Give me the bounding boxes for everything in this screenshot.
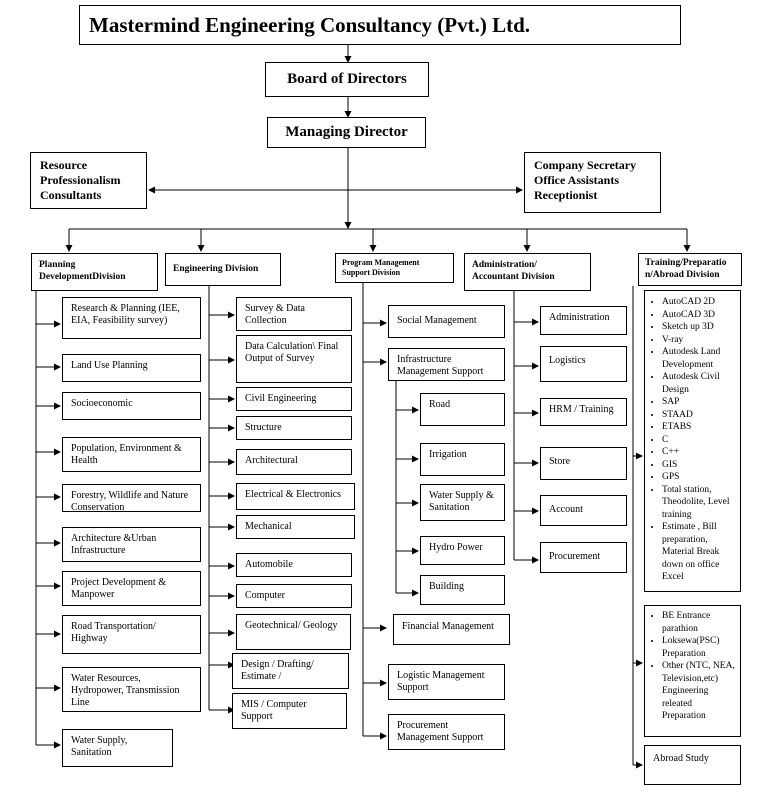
- admin-item-procurement: Procurement: [540, 542, 627, 573]
- engineering-item-geotechnical: Geotechnical/ Geology: [236, 614, 351, 650]
- admin-division-header: Administration/ Accountant Division: [464, 253, 591, 291]
- planning-item-water-resources: Water Resources, Hydropower, Transmissio…: [62, 667, 201, 712]
- planning-item-socioeconomic: Socioeconomic: [62, 392, 201, 420]
- program-label-line-1: Program Management: [342, 258, 420, 267]
- engineering-item-electrical: Electrical & Electronics: [236, 483, 355, 510]
- company-title: Mastermind Engineering Consultancy (Pvt.…: [79, 5, 681, 45]
- program-item-logistic: Logistic Management Support: [388, 664, 505, 700]
- resource-box: Resource Professionalism Consultants: [30, 152, 147, 209]
- program-item-infrastructure: Infrastructure Management Support: [388, 348, 505, 381]
- planning-item-land-use: Land Use Planning: [62, 354, 201, 382]
- training-division-header: Training/Preparatio n/Abroad Division: [638, 253, 742, 286]
- abroad-study-box: Abroad Study: [644, 745, 741, 785]
- receptionist-line: Receptionist: [534, 188, 598, 202]
- planning-item-architecture: Architecture &Urban Infrastructure: [62, 527, 201, 562]
- program-item-social: Social Management: [388, 305, 505, 338]
- engineering-item-automobile: Automobile: [236, 553, 352, 577]
- engineering-division-header: Engineering Division: [165, 253, 281, 286]
- software-item: Estimate , Bill preparation, Material Br…: [662, 521, 736, 584]
- software-item: AutoCAD 3D: [662, 309, 736, 322]
- software-list: AutoCAD 2DAutoCAD 3DSketch up 3DV-rayAut…: [650, 296, 736, 584]
- engineering-item-survey: Survey & Data Collection: [236, 297, 352, 331]
- admin-label-line-1: Administration/: [472, 260, 537, 270]
- planning-item-population: Population, Environment & Health: [62, 437, 201, 472]
- engineering-item-computer: Computer: [236, 584, 352, 608]
- software-item: GIS: [662, 459, 736, 472]
- planning-label-line-2: DevelopmentDivision: [39, 272, 126, 282]
- admin-item-administration: Administration: [540, 306, 627, 335]
- engineering-item-structure: Structure: [236, 416, 352, 440]
- infra-item-road: Road: [420, 393, 505, 426]
- planning-division-header: Planning DevelopmentDivision: [31, 253, 158, 291]
- software-item: ETABS: [662, 421, 736, 434]
- engineering-item-architectural: Architectural: [236, 449, 352, 475]
- infra-item-building: Building: [420, 575, 505, 605]
- training-software-box: AutoCAD 2DAutoCAD 3DSketch up 3DV-rayAut…: [644, 290, 741, 592]
- admin-item-store: Store: [540, 447, 627, 480]
- software-item: C: [662, 434, 736, 447]
- entrance-item: Other (NTC, NEA, Television,etc) Enginee…: [662, 660, 736, 723]
- software-item: C++: [662, 446, 736, 459]
- software-item: Sketch up 3D: [662, 321, 736, 334]
- admin-item-account: Account: [540, 495, 627, 526]
- training-label-line-1: Training/Preparatio: [645, 258, 727, 268]
- planning-item-research: Research & Planning (IEE, EIA, Feasibili…: [62, 297, 201, 339]
- planning-item-road-transportation: Road Transportation/ Highway: [62, 615, 201, 654]
- admin-label-line-2: Accountant Division: [472, 272, 555, 282]
- company-secretary-line: Company Secretary: [534, 158, 637, 172]
- software-item: Total station, Theodolite, Level trainin…: [662, 484, 736, 522]
- admin-item-logistics: Logistics: [540, 346, 627, 382]
- entrance-list: BE Entrance parathionLoksewa(PSC) Prepar…: [650, 610, 736, 723]
- office-assistants-line: Office Assistants: [534, 173, 619, 187]
- board-of-directors-box: Board of Directors: [265, 62, 429, 97]
- program-item-procurement: Procurement Management Support: [388, 714, 505, 750]
- engineering-item-civil: Civil Engineering: [236, 387, 352, 411]
- engineering-item-data-calculation: Data Calculation\ Final Output of Survey: [236, 335, 352, 383]
- software-item: V-ray: [662, 334, 736, 347]
- infra-item-irrigation: Irrigation: [420, 443, 505, 476]
- planning-item-water-supply: Water Supply, Sanitation: [62, 729, 173, 767]
- software-item: STAAD: [662, 409, 736, 422]
- software-item: Autodesk Civil Design: [662, 371, 736, 396]
- program-division-header: Program Management Support Division: [335, 253, 454, 283]
- software-item: AutoCAD 2D: [662, 296, 736, 309]
- program-label-line-2: Support Division: [342, 268, 401, 277]
- planning-item-project-development: Project Development & Manpower: [62, 571, 201, 606]
- entrance-item: BE Entrance parathion: [662, 610, 736, 635]
- admin-item-hrm: HRM / Training: [540, 398, 627, 426]
- managing-director-box: Managing Director: [267, 117, 426, 148]
- software-item: Autodesk Land Development: [662, 346, 736, 371]
- planning-label-line-1: Planning: [39, 260, 76, 270]
- company-secretary-box: Company Secretary Office Assistants Rece…: [524, 152, 661, 213]
- training-entrance-box: BE Entrance parathionLoksewa(PSC) Prepar…: [644, 605, 741, 737]
- engineering-item-mechanical: Mechanical: [236, 515, 355, 539]
- infra-item-water-supply: Water Supply & Sanitation: [420, 484, 505, 521]
- professionalism-line: Professionalism: [40, 173, 121, 187]
- program-item-financial: Financial Management: [393, 614, 510, 645]
- infra-item-hydro-power: Hydro Power: [420, 536, 505, 565]
- consultants-line: Consultants: [40, 188, 102, 202]
- training-label-line-2: n/Abroad Division: [645, 270, 720, 280]
- engineering-item-mis: MIS / Computer Support: [232, 693, 347, 729]
- entrance-item: Loksewa(PSC) Preparation: [662, 635, 736, 660]
- software-item: SAP: [662, 396, 736, 409]
- planning-item-forestry: Forestry, Wildlife and Nature Conservati…: [62, 484, 201, 512]
- software-item: GPS: [662, 471, 736, 484]
- resource-line: Resource: [40, 158, 88, 172]
- engineering-item-design: Design / Drafting/ Estimate /: [232, 653, 349, 689]
